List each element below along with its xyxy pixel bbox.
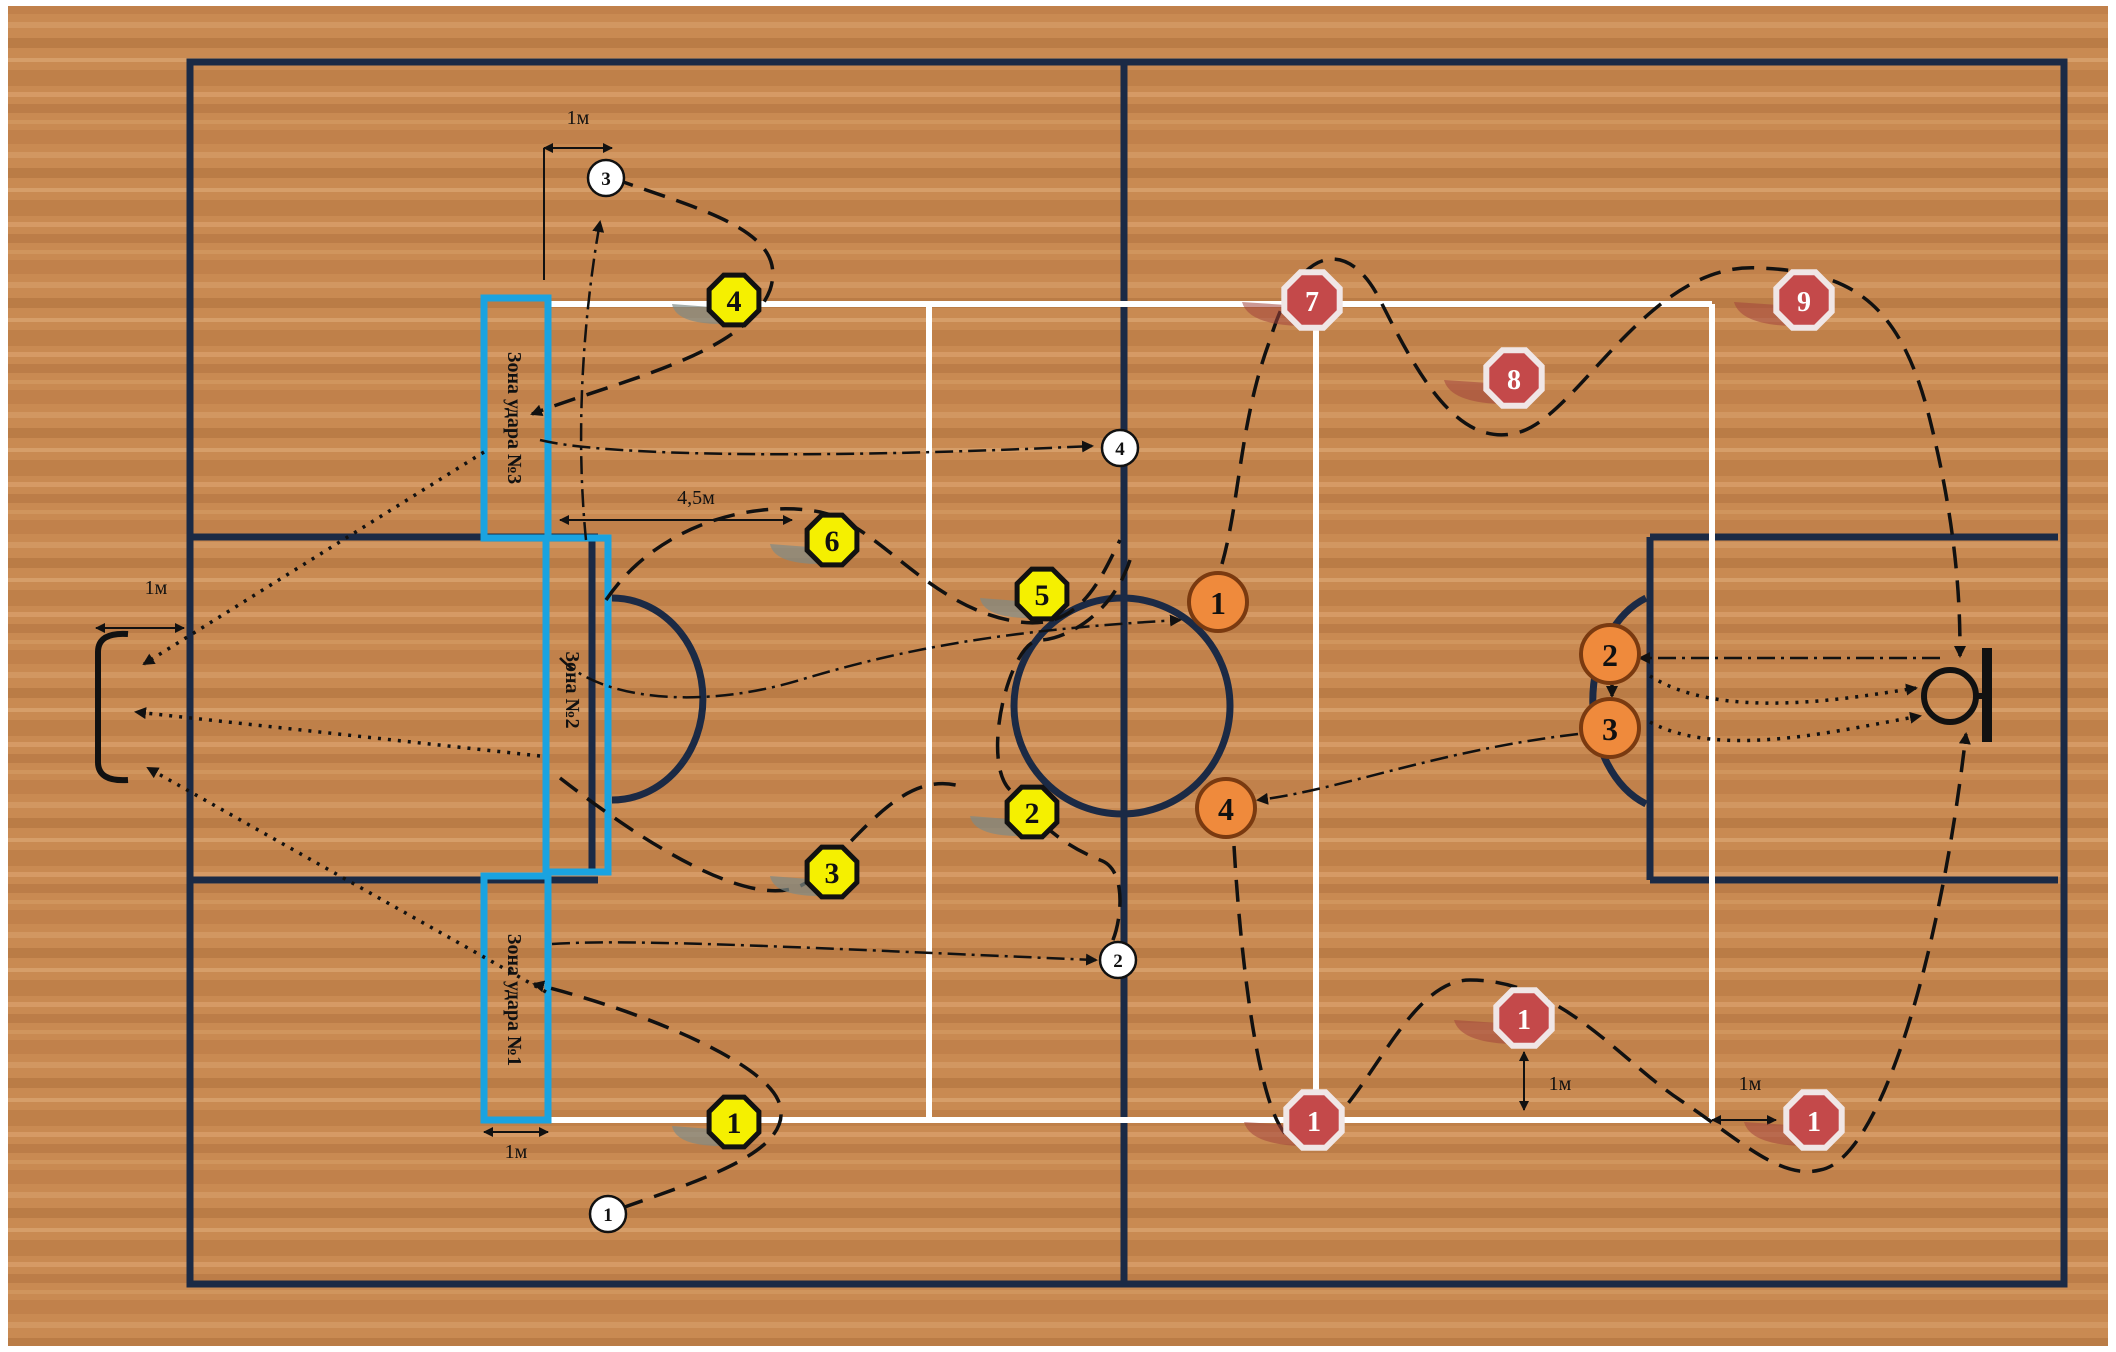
orange-player-number: 3 xyxy=(1602,711,1618,747)
yellow-player-number: 1 xyxy=(727,1107,742,1140)
orange-player-number: 4 xyxy=(1218,791,1234,827)
dim-zone1-1m: 1м xyxy=(505,1141,528,1163)
orange-player-number: 2 xyxy=(1602,637,1618,673)
red-player-number: 1 xyxy=(1307,1107,1321,1138)
dim-top-1m: 1м xyxy=(567,107,590,129)
white-marker-number: 2 xyxy=(1113,951,1123,972)
dim-red1-1m: 1м xyxy=(1549,1073,1572,1095)
yellow-player-number: 2 xyxy=(1025,797,1040,830)
white-marker-1: 3 xyxy=(588,160,624,196)
orange-player-3: 3 xyxy=(1581,699,1639,757)
white-marker-number: 1 xyxy=(603,1205,613,1226)
orange-player-number: 1 xyxy=(1210,585,1226,621)
white-marker-3: 2 xyxy=(1100,942,1136,978)
red-player-number: 8 xyxy=(1507,365,1521,396)
red-player-number: 1 xyxy=(1807,1107,1821,1138)
red-player-number: 1 xyxy=(1517,1005,1531,1036)
yellow-player-number: 3 xyxy=(825,857,840,890)
red-player-number: 9 xyxy=(1797,287,1811,318)
dim-goal-1m: 1м xyxy=(145,577,168,599)
dim-mid-45m: 4,5м xyxy=(677,487,715,509)
orange-player-2: 2 xyxy=(1581,625,1639,683)
white-marker-number: 4 xyxy=(1115,439,1125,460)
zone-3-label: Зона удара №3 xyxy=(503,352,525,484)
orange-player-4: 4 xyxy=(1197,779,1255,837)
dim-corner-1m: 1м xyxy=(1739,1073,1762,1095)
yellow-player-number: 5 xyxy=(1035,579,1050,612)
yellow-player-number: 4 xyxy=(727,285,742,318)
red-player-number: 7 xyxy=(1305,287,1319,318)
orange-player-1: 1 xyxy=(1189,573,1247,631)
white-marker-number: 3 xyxy=(601,169,611,190)
zone-1-label: Зона удара №1 xyxy=(503,934,525,1066)
yellow-player-number: 6 xyxy=(825,525,840,558)
white-marker-4: 1 xyxy=(590,1196,626,1232)
white-marker-2: 4 xyxy=(1102,430,1138,466)
